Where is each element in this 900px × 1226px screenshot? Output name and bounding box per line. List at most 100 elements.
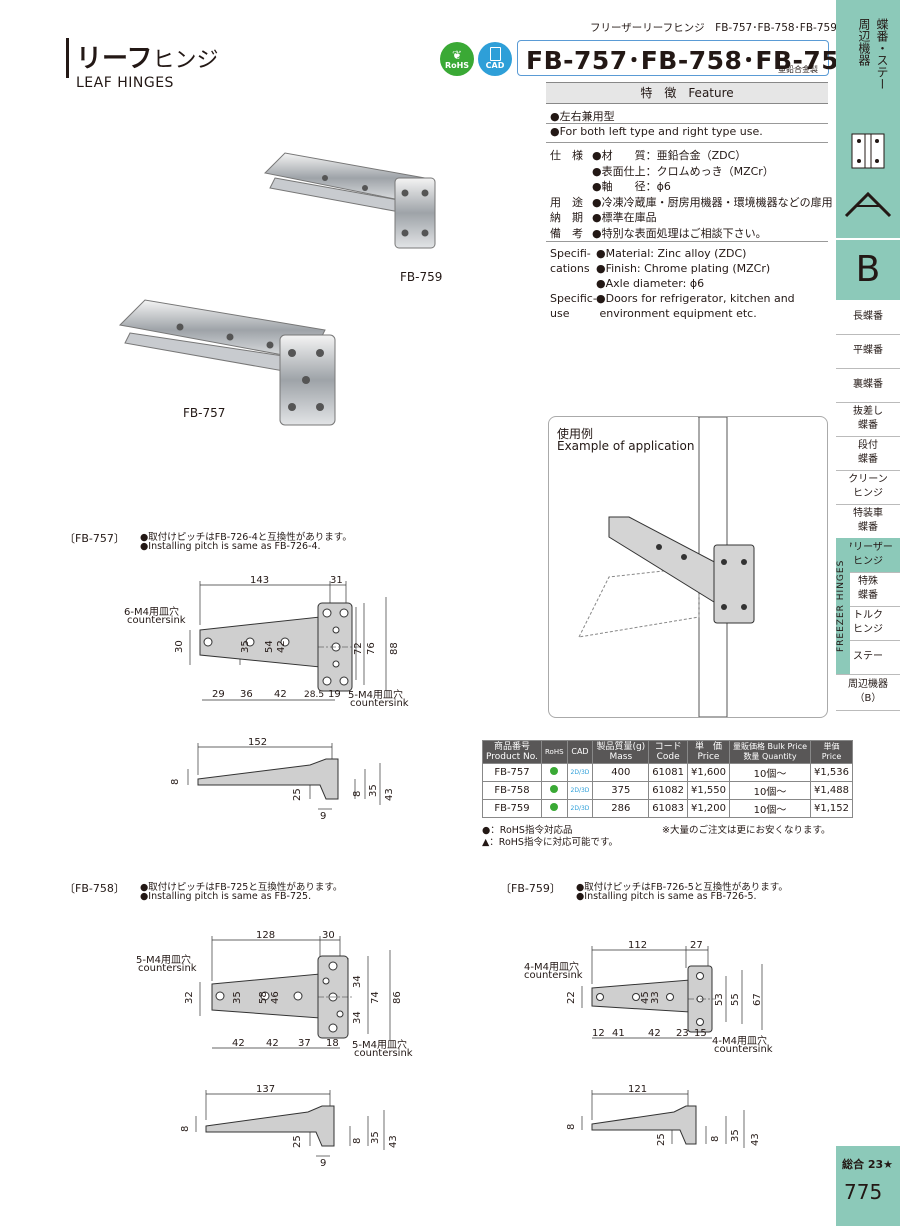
spec-text: ●表面仕上：クロムめっき（MZCr）	[592, 164, 774, 178]
fb759-countersink-en: countersink	[524, 970, 583, 981]
fb757-note-ja: ●取付けピッチはFB-726-4と互換性があります。	[140, 532, 352, 543]
fb757-countersink-en-2: countersink	[350, 698, 409, 709]
page-title-ja-bold: リーフ	[76, 44, 153, 74]
dim-fb759-23: 23	[676, 1028, 689, 1039]
fb758-plan-drawing: 128 30 32 35 58 46 34 34 74 86 42 42 37 …	[184, 930, 403, 1049]
sidebar-item-special-hinge[interactable]: 特殊 蝶番	[836, 572, 900, 607]
page-title-ja: ヒンジ	[152, 48, 219, 73]
sidebar-item-long-hinge[interactable]: 長蝶番	[836, 300, 900, 335]
rohs-badge: ❦ RoHS	[440, 42, 474, 76]
spec-row: ●Axle diameter: ϕ6	[550, 276, 795, 291]
sidebar-letter-block: B	[836, 238, 900, 300]
page-number: 775	[844, 1180, 883, 1204]
feature-bullet-en: ●For both left type and right type use.	[550, 125, 763, 138]
sidebar-item-flat-hinge[interactable]: 平蝶番	[836, 334, 900, 369]
cell-bulk-qty: 10個〜	[728, 781, 812, 800]
dim-fb759-8b: 8	[710, 1136, 721, 1142]
dim-fb759-41: 41	[612, 1028, 625, 1039]
dim-fb757-9: 9	[320, 811, 326, 822]
spec-text: ●Axle diameter: ϕ6	[596, 277, 705, 290]
dim-fb757-36: 36	[240, 689, 253, 700]
fb758-countersink-ja-2: 5-M4用皿穴	[352, 1040, 407, 1051]
fb757-countersink-ja: 6-M4用皿穴	[124, 607, 179, 618]
spec-row: 用 途 ●冷凍冷蔵庫・厨房用機器・環境機器などの扉用	[550, 195, 833, 211]
dim-fb758-46: 46	[270, 991, 281, 1004]
dim-fb757-54: 54	[264, 640, 275, 653]
fb758-countersink-ja: 5-M4用皿穴	[136, 955, 191, 966]
sidebar-item-clean-hinge[interactable]: クリーン ヒンジ	[836, 470, 900, 505]
spec-row: ●表面仕上：クロムめっき（MZCr）	[550, 164, 833, 180]
fb759-note-en: ●Installing pitch is same as FB-726-5.	[576, 891, 757, 902]
page-title: リーフヒンジ	[76, 38, 218, 75]
fb758-countersink-en: countersink	[138, 963, 197, 974]
dim-fb757-35: 35	[240, 640, 251, 653]
dim-fb758-35: 35	[370, 1131, 381, 1144]
dim-fb759-121: 121	[628, 1084, 647, 1095]
fb757-label: 〔FB-757〕	[64, 532, 125, 545]
spec-label: 用 途	[550, 195, 583, 209]
sidebar-item-stay[interactable]: ステー	[836, 640, 900, 675]
dim-fb757-72: 72	[353, 642, 364, 655]
dim-fb758-74: 74	[370, 991, 381, 1004]
legend-rohs: ●：RoHS指令対応品	[482, 825, 573, 836]
sidebar-item-offset-hinge[interactable]: 段付 蝶番	[836, 436, 900, 471]
sidebar-item-torque-hinge[interactable]: トルク ヒンジ	[836, 606, 900, 641]
model-numbers: FB-757･FB-758･FB-759	[526, 46, 858, 75]
hinge-icon	[851, 133, 885, 169]
sidebar-item-vehicle-hinge[interactable]: 特装車 蝶番	[836, 504, 900, 539]
cad-badge: CAD	[478, 42, 512, 76]
dim-fb759-112: 112	[628, 940, 647, 951]
spec-row: Specific-●Doors for refrigerator, kitche…	[550, 291, 795, 306]
stay-icon	[844, 191, 892, 218]
cell-bulk-qty: 10個〜	[728, 799, 812, 818]
dim-fb758-34b: 34	[352, 1011, 363, 1024]
fb758-note-en: ●Installing pitch is same as FB-725.	[140, 891, 312, 902]
table-row: FB-758 2D/3D 375 61082 ¥1,550 10個〜 ¥1,48…	[482, 781, 854, 800]
header-rohs: RoHS	[540, 740, 568, 764]
cell-bulk-price: ¥1,152	[810, 799, 854, 818]
cell-cad[interactable]: 2D/3D	[566, 781, 594, 800]
rohs-dot-icon	[540, 781, 568, 800]
dim-fb757-31: 31	[330, 575, 343, 586]
cell-code: 61082	[648, 781, 688, 800]
spec-row: 備 考●特別な表面処理はご相談下さい。	[550, 226, 833, 242]
fb758-countersink-en-2: countersink	[354, 1048, 413, 1059]
cell-price: ¥1,200	[687, 799, 730, 818]
fb757-side-drawing: 152 8 25 8 35 43 9	[170, 737, 395, 822]
cell-product-no: FB-757	[482, 763, 542, 782]
header-price: 単 価 Price	[687, 740, 730, 764]
sidebar-item-peripherals[interactable]: 周辺機器 （B）	[836, 674, 900, 711]
dim-fb758-42b: 42	[266, 1038, 279, 1049]
sidebar-header: 周辺機器 蝶番・ステー	[836, 0, 900, 238]
feature-heading-box: 特 徴 Feature	[546, 82, 828, 104]
header-mass: 製品質量(g) Mass	[592, 740, 650, 764]
dim-fb758-30: 30	[322, 930, 335, 941]
fb759-countersink-en-2: countersink	[714, 1044, 773, 1055]
rohs-dot-icon	[540, 799, 568, 818]
spec-text: ●冷凍冷蔵庫・厨房用機器・環境機器などの扉用	[592, 195, 833, 209]
spec-row: Specifi-●Material: Zinc alloy (ZDC)	[550, 246, 795, 261]
sidebar-item-back-hinge[interactable]: 裏蝶番	[836, 368, 900, 403]
rohs-dot-icon	[540, 763, 568, 782]
cad-badge-label: CAD	[485, 61, 505, 70]
photo-fb757	[118, 299, 336, 426]
total-page: 総合 23★	[842, 1158, 893, 1171]
cell-cad[interactable]: 2D/3D	[566, 799, 594, 818]
sidebar-category: 周辺機器	[857, 18, 871, 66]
fb758-side-drawing: 137 8 25 8 35 43 9	[180, 1084, 399, 1169]
price-table: 商品番号 Product No. RoHS CAD 製品質量(g) Mass コ…	[482, 740, 854, 818]
dim-fb757-35: 35	[368, 784, 379, 797]
dim-fb757-19: 19	[328, 689, 341, 700]
dim-fb757-43: 43	[384, 788, 395, 801]
header-bulk-price: 単価 Price	[810, 740, 854, 764]
dim-fb759-53: 53	[714, 993, 725, 1006]
dim-fb757-30: 30	[174, 640, 185, 653]
dim-fb758-32: 32	[184, 991, 195, 1004]
sidebar-item-liftoff-hinge[interactable]: 抜差し 蝶番	[836, 402, 900, 437]
dim-fb758-137: 137	[256, 1084, 275, 1095]
spec-text: ●軸 径：ϕ6	[592, 180, 671, 193]
cell-bulk-qty: 10個〜	[728, 763, 812, 782]
cell-cad[interactable]: 2D/3D	[566, 763, 594, 782]
spec-text: environment equipment etc.	[596, 307, 757, 320]
dim-fb759-35: 35	[730, 1129, 741, 1142]
